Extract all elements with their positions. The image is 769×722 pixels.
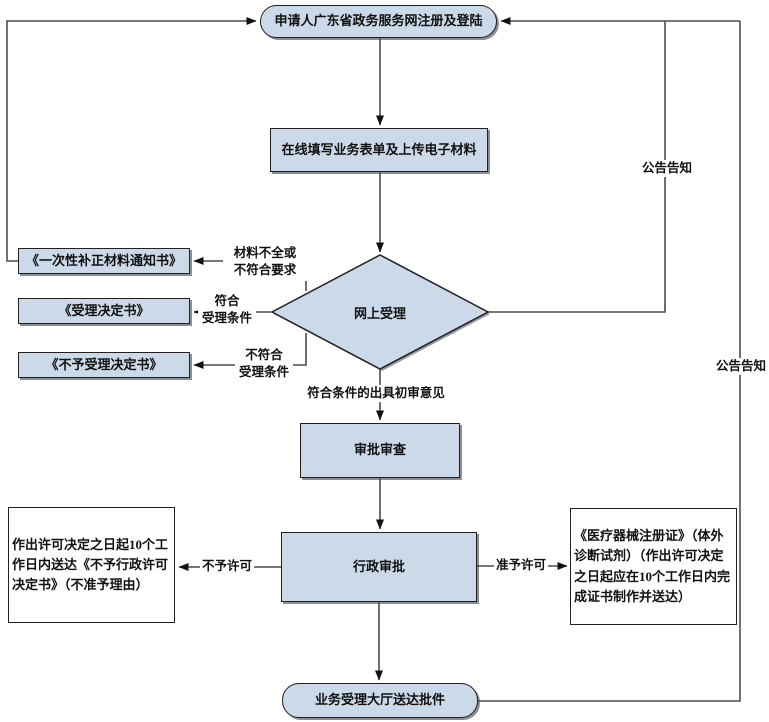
delivery-node: 业务受理大厅送达批件 [282,683,478,718]
edge-resubmit-loop [6,17,257,262]
online-form-node: 在线填写业务表单及上传电子材料 [270,128,488,172]
online-review-diamond [270,254,490,370]
start-node: 申请人广东省政务服务网注册及登陆 [260,5,497,38]
approval-review-node: 审批审查 [300,423,460,478]
edge-label-preliminary-opinion: 符合条件的出具初审意见 [302,385,450,402]
reject-decision-node: 《不予受理决定书》 [18,352,190,378]
edge-label-announce-from-review: 公告告知 [640,160,694,177]
edge-not-meet [193,333,307,369]
edge-label-grant: 准予许可 [494,557,548,574]
supplement-notice-node: 《一次性补正材料通知书》 [18,248,190,274]
deny-result-node: 作出许可决定之日起10个工作日内送达《不予行政许可决定书》（不准予理由） [8,507,175,623]
accept-decision-node: 《受理决定书》 [18,298,190,324]
edge-label-incomplete: 材料不全或 不符合要求 [223,243,307,281]
edge-announce-from-review [488,21,666,313]
admin-approval-node: 行政审批 [281,532,477,602]
grant-result-node: 《医疗器械注册证》（体外诊断试剂）（作出许可决定之日起应在10个工作日内完成证书… [570,508,737,625]
edge-label-not-meet-condition: 不符合 受理条件 [235,345,293,383]
edge-label-announce-from-delivery: 公告告知 [714,358,768,375]
online-review-label: 网上受理 [353,305,406,321]
edge-label-deny: 不予许可 [200,558,254,575]
edge-label-meet-condition: 符合 受理条件 [198,291,256,329]
edge-announce-from-delivery [478,21,741,702]
